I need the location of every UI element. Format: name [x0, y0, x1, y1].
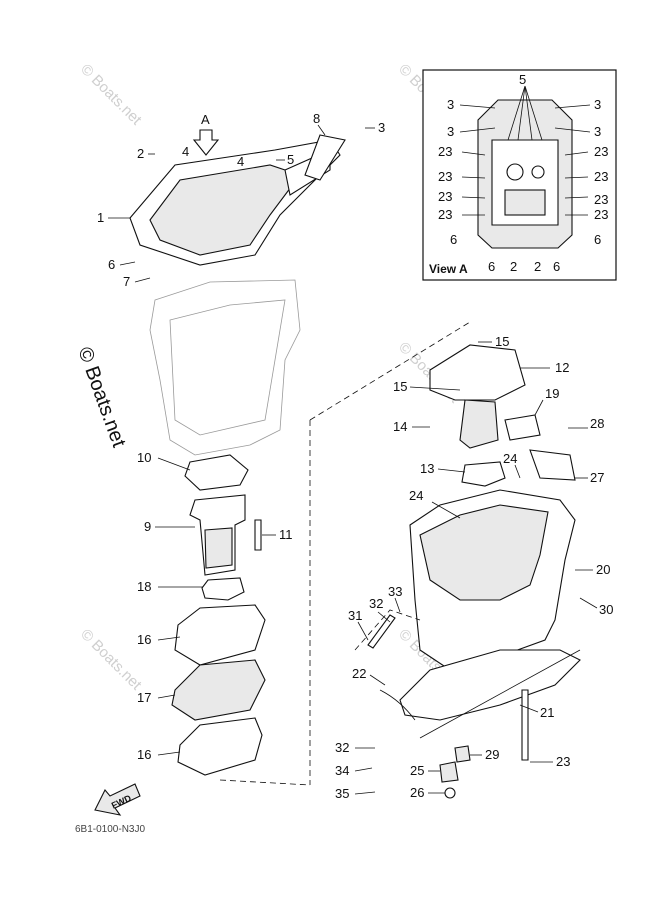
callout-4a: 4	[182, 144, 189, 159]
damper-part-19	[504, 414, 541, 441]
view-a-inset: View A	[422, 69, 617, 281]
callout-18: 18	[137, 579, 151, 594]
callout-30: 30	[599, 602, 613, 617]
callout-31: 31	[348, 608, 362, 623]
callout-24a: 24	[503, 451, 517, 466]
pipe-part-12-lower	[459, 399, 499, 449]
mount-part-12	[429, 344, 526, 401]
view-a-callout-2b: 2	[534, 259, 541, 274]
gasket-part-10	[184, 454, 249, 491]
arrow-a-label: A	[201, 112, 210, 127]
callout-4b: 4	[237, 154, 244, 169]
view-a-callout-23a: 23	[438, 144, 452, 159]
gasket-part-16-lower	[177, 717, 263, 776]
gasket-part-16-upper	[174, 604, 266, 666]
callout-14: 14	[393, 419, 407, 434]
callout-16b: 16	[137, 747, 151, 762]
watermark-4: © Boats.net	[77, 626, 145, 694]
callout-35: 35	[335, 786, 349, 801]
footer-code: 6B1-0100-N3J0	[75, 824, 145, 835]
callout-16a: 16	[137, 632, 151, 647]
view-a-callout-6d: 6	[553, 259, 560, 274]
callout-34: 34	[335, 763, 349, 778]
view-a-callout-3d: 3	[594, 124, 601, 139]
callout-20: 20	[596, 562, 610, 577]
seal-part-13	[461, 461, 506, 487]
callout-13: 13	[420, 461, 434, 476]
callout-32a: 32	[369, 596, 383, 611]
assembly-lines	[219, 321, 471, 786]
callout-6: 6	[108, 257, 115, 272]
view-a-callout-6a: 6	[450, 232, 457, 247]
watermark-main: © Boats.net	[73, 344, 130, 450]
view-a-callout-23g: 23	[594, 192, 608, 207]
view-a-callout-3a: 3	[447, 97, 454, 112]
callout-32b: 32	[335, 740, 349, 755]
plate-part-17	[171, 659, 266, 721]
callout-25: 25	[410, 763, 424, 778]
callout-28: 28	[590, 416, 604, 431]
strip-part-22	[379, 689, 416, 721]
powerhead-ghost	[149, 279, 301, 456]
view-a-callout-23f: 23	[594, 169, 608, 184]
callout-1: 1	[97, 210, 104, 225]
view-a-callout-3c: 3	[447, 124, 454, 139]
view-a-callout-23d: 23	[438, 207, 452, 222]
callout-12: 12	[555, 360, 569, 375]
callout-11: 11	[279, 527, 293, 542]
upper-casing-part-20	[399, 489, 581, 721]
strip-part-21	[419, 649, 581, 739]
callout-2: 2	[137, 146, 144, 161]
callout-15b: 15	[393, 379, 407, 394]
bolt-part-11	[254, 519, 262, 551]
callout-5: 5	[287, 152, 294, 167]
view-a-callout-23c: 23	[438, 189, 452, 204]
exhaust-guide-part-1	[129, 134, 346, 266]
view-a-label: View A	[429, 262, 468, 276]
view-a-callout-2a: 2	[510, 259, 517, 274]
callout-7: 7	[123, 274, 130, 289]
exhaust-pipe-part-9	[189, 494, 246, 576]
fwd-arrow: FWD	[94, 783, 141, 816]
view-direction-arrow: A	[192, 112, 220, 156]
view-a-callout-6c: 6	[488, 259, 495, 274]
callout-15a: 15	[495, 334, 509, 349]
view-a-callout-23h: 23	[594, 207, 608, 222]
callouts: 1 2 3 4 4 5 6 7 8 9 10 11 12 13 14 15 15…	[97, 111, 613, 801]
callout-27: 27	[590, 470, 604, 485]
grommet-part-29	[454, 745, 471, 763]
callout-19: 19	[545, 386, 559, 401]
view-a-callout-23b: 23	[438, 169, 452, 184]
view-a-callout-23e: 23	[594, 144, 608, 159]
callout-8: 8	[313, 111, 320, 126]
callout-3: 3	[378, 120, 385, 135]
seal-part-18	[201, 577, 245, 601]
view-a-callouts: 5 3 3 3 3 23 23 23 23 23 23 23 23 6 6 6 …	[438, 72, 608, 274]
callout-10: 10	[137, 450, 151, 465]
view-a-callout-6b: 6	[594, 232, 601, 247]
watermark-1: © Boats.net	[77, 61, 145, 129]
callout-33: 33	[388, 584, 402, 599]
callout-9: 9	[144, 519, 151, 534]
view-a-callout-3b: 3	[594, 97, 601, 112]
callout-17: 17	[137, 690, 151, 705]
bracket-part-27	[529, 449, 576, 481]
grommet-part-25	[439, 761, 459, 783]
clip-part-26	[444, 787, 456, 799]
pipe-part-31	[367, 614, 396, 649]
callout-23: 23	[556, 754, 570, 769]
view-a-callout-5: 5	[519, 72, 526, 87]
callout-29: 29	[485, 747, 499, 762]
callout-24b: 24	[409, 488, 423, 503]
callout-26: 26	[410, 785, 424, 800]
callout-22: 22	[352, 666, 366, 681]
callout-21: 21	[540, 705, 554, 720]
bolt-part-23	[521, 689, 529, 761]
